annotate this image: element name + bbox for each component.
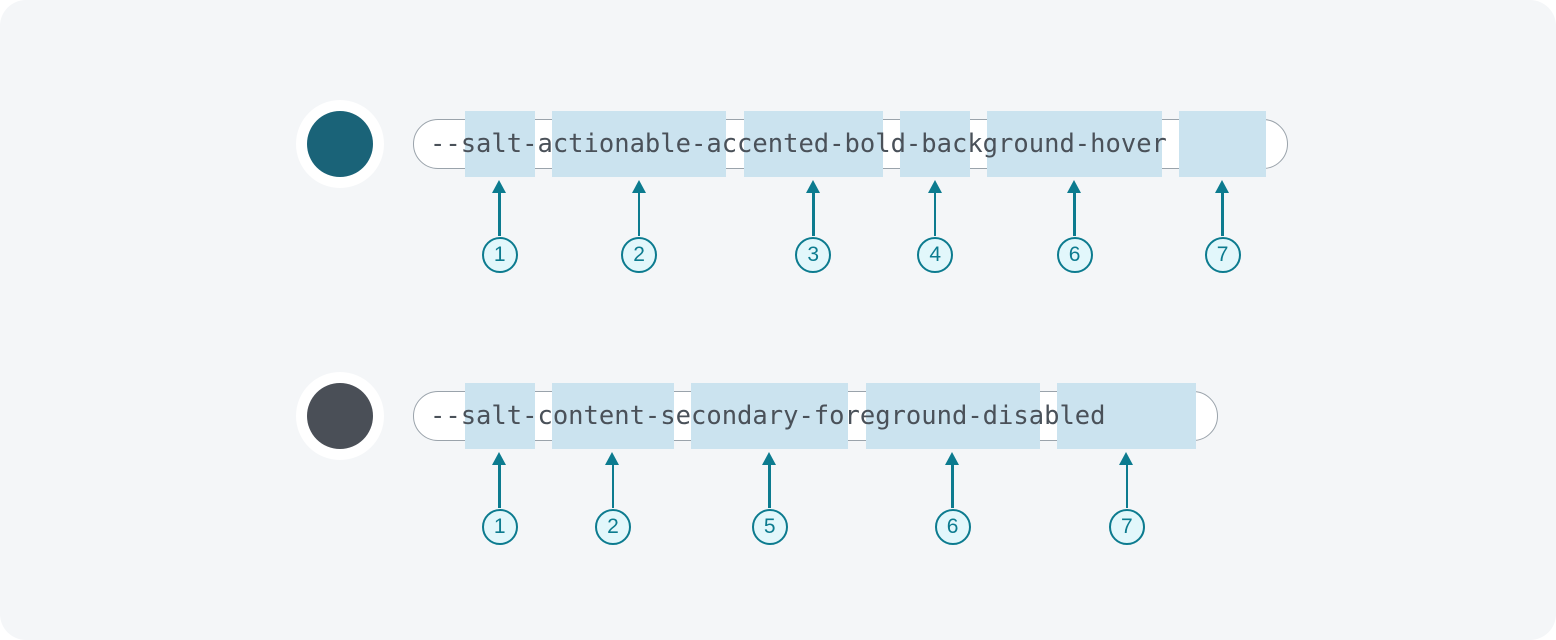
token-text: --salt-actionable-accented-bold-backgrou…: [430, 129, 1167, 159]
callout-arrow-stem: [1073, 192, 1076, 236]
callout-number-badge: 7: [1204, 237, 1241, 273]
callout-arrow-icon: [805, 180, 820, 193]
color-swatch: [296, 100, 384, 188]
callout-number-badge: 3: [795, 237, 832, 273]
callout-number-badge: 1: [481, 237, 518, 273]
callout-arrow-stem: [768, 464, 771, 508]
callout-arrow-stem: [1221, 192, 1224, 236]
callout-arrow-icon: [762, 452, 777, 465]
color-swatch-dot: [307, 383, 373, 449]
callout-arrow-icon: [945, 452, 960, 465]
callout-arrow-stem: [811, 192, 815, 236]
callout-arrow-stem: [951, 464, 954, 508]
callout-number-badge: 5: [751, 509, 788, 545]
callout-number-badge: 6: [1056, 237, 1093, 273]
callout-arrow-icon: [492, 452, 507, 465]
callout-arrow-icon: [492, 180, 507, 193]
callout-number-badge: 7: [1108, 509, 1145, 545]
callout-arrow-icon: [1215, 180, 1230, 193]
callout-number-badge: 4: [917, 237, 954, 273]
callout-arrow-stem: [637, 192, 641, 236]
color-swatch-dot: [307, 111, 373, 177]
token-row: --salt-content-secondary-foreground-disa…: [0, 272, 1556, 592]
token-text: --salt-content-secondary-foreground-disa…: [430, 401, 1106, 431]
callout-arrow-icon: [605, 452, 620, 465]
callout-arrow-stem: [933, 192, 937, 236]
callout-number-badge: 1: [481, 509, 518, 545]
callout-arrow-icon: [1067, 180, 1082, 193]
callout-arrow-stem: [611, 464, 615, 508]
callout-number-badge: 2: [621, 237, 658, 273]
callout-arrow-stem: [1125, 464, 1129, 508]
callout-number-badge: 2: [594, 509, 631, 545]
callout-arrow-icon: [631, 180, 646, 193]
callout-arrow-stem: [498, 192, 501, 236]
color-swatch: [296, 372, 384, 460]
callout-arrow-stem: [498, 464, 501, 508]
callout-number-badge: 6: [934, 509, 971, 545]
callout-arrow-icon: [927, 180, 942, 193]
callout-arrow-icon: [1119, 452, 1134, 465]
